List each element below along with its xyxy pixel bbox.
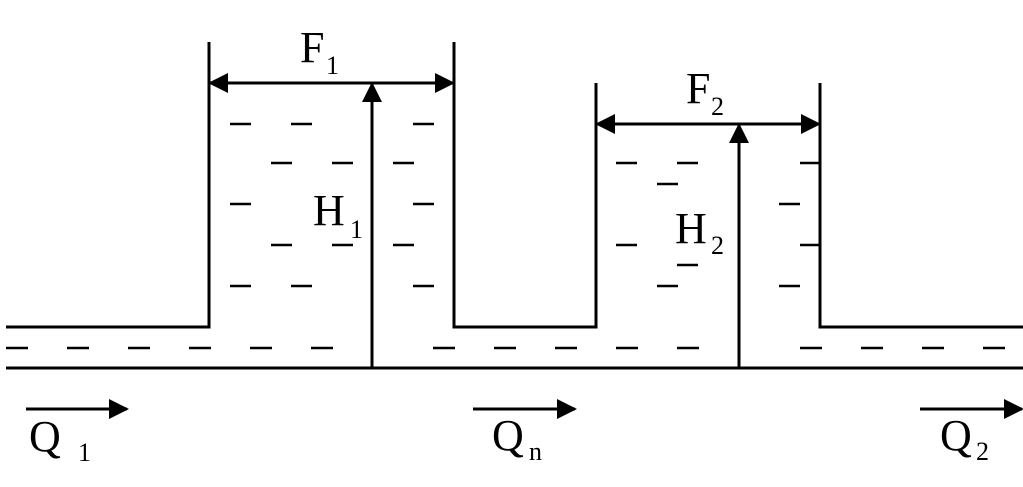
label-Q1-main: Q (29, 412, 61, 461)
label-H2-sub: 2 (711, 231, 724, 260)
label-F2-sub: 2 (711, 92, 724, 121)
tank1-liquid-dashes (230, 122, 434, 288)
label-Q2: Q 2 (940, 411, 989, 466)
tank1-right-and-pipe-segment (452, 42, 598, 329)
label-Qn-main: Q (492, 411, 524, 460)
label-F2: F 2 (686, 64, 724, 121)
tank2-liquid-dashes (616, 161, 821, 288)
pipe-and-tank-top-outline (6, 42, 211, 329)
label-H1-main: H (313, 186, 345, 235)
label-Q1: Q 1 (29, 412, 91, 467)
label-F1-main: F (300, 23, 324, 72)
label-H2: H 2 (675, 204, 724, 260)
label-H1-sub: 1 (350, 215, 363, 244)
tank2-right-and-pipe-outlet (818, 83, 1023, 329)
label-H1: H 1 (313, 186, 363, 244)
label-Q1-sub: 1 (78, 438, 91, 467)
label-F1: F 1 (300, 23, 339, 80)
label-Qn: Q n (492, 411, 542, 466)
label-H2-main: H (675, 204, 707, 253)
label-Q2-main: Q (940, 411, 972, 460)
label-F1-sub: 1 (326, 51, 339, 80)
label-Q2-sub: 2 (976, 437, 989, 466)
label-Qn-sub: n (529, 437, 542, 466)
label-F2-main: F (686, 64, 710, 113)
